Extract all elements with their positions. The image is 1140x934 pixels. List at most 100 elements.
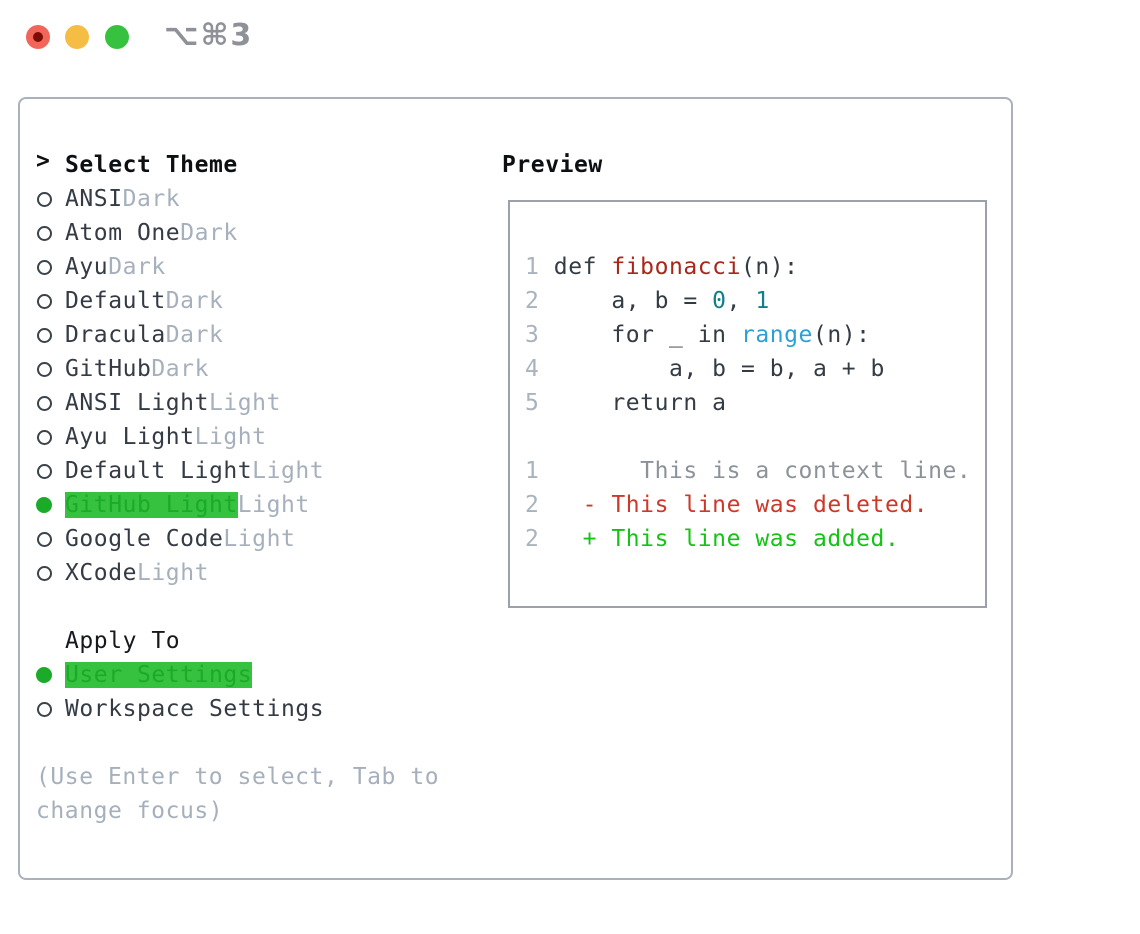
theme-variant-badge: Light bbox=[237, 492, 310, 518]
code-segment: (n): bbox=[740, 254, 799, 280]
radio-icon bbox=[37, 702, 52, 717]
line-number: 2 bbox=[525, 526, 540, 552]
line-number: 4 bbox=[525, 356, 554, 382]
code-line: 5 return a bbox=[525, 386, 985, 420]
theme-variant-badge: Light bbox=[223, 526, 296, 552]
diff-line: 2 - This line was deleted. bbox=[525, 488, 985, 522]
close-dot-icon bbox=[33, 32, 43, 42]
code-segment: fibonacci bbox=[611, 254, 741, 280]
radio-icon bbox=[37, 532, 52, 547]
apply-option-user-settings[interactable]: User Settings bbox=[36, 658, 439, 692]
radio-icon bbox=[37, 362, 52, 377]
theme-variant-badge: Light bbox=[208, 390, 281, 416]
theme-variant-badge: Light bbox=[252, 458, 325, 484]
minimize-button[interactable] bbox=[65, 25, 89, 49]
zoom-button[interactable] bbox=[105, 25, 129, 49]
code-segment: , bbox=[726, 288, 756, 314]
select-theme-header: >Select Theme bbox=[36, 148, 439, 182]
apply-to-indent bbox=[36, 624, 65, 658]
theme-item-label: Dracula bbox=[65, 322, 166, 348]
theme-item-label: GitHub Light bbox=[65, 492, 238, 518]
radio-icon bbox=[37, 294, 52, 309]
theme-variant-badge: Dark bbox=[122, 186, 181, 212]
apply-option-workspace-settings[interactable]: Workspace Settings bbox=[36, 692, 439, 726]
code-segment: This is a context line. bbox=[539, 458, 972, 484]
line-number: 5 bbox=[525, 390, 554, 416]
theme-variant-badge: Light bbox=[137, 560, 209, 586]
line-number: 2 bbox=[525, 492, 540, 518]
radio-icon bbox=[37, 566, 52, 581]
line-number: 1 bbox=[525, 458, 540, 484]
code-segment: a, b = b, a + b bbox=[553, 356, 885, 382]
code-segment: 0 bbox=[712, 288, 727, 314]
code-segment: (n): bbox=[812, 322, 871, 348]
code-segment: + This line was added. bbox=[539, 526, 900, 552]
code-segment: a, b = bbox=[553, 288, 713, 314]
theme-item-google-code[interactable]: Google Code Light bbox=[36, 522, 439, 556]
code-segment: - This line was deleted. bbox=[539, 492, 929, 518]
code-segment: def bbox=[553, 254, 612, 280]
theme-item-label: ANSI bbox=[65, 186, 123, 212]
diff-line: 1 This is a context line. bbox=[525, 454, 985, 488]
theme-variant-badge: Dark bbox=[165, 288, 224, 314]
theme-item-github[interactable]: GitHub Dark bbox=[36, 352, 439, 386]
radio-icon bbox=[37, 192, 52, 207]
apply-to-label: Apply To bbox=[65, 628, 181, 654]
preview-header: Preview bbox=[502, 152, 603, 178]
theme-item-default[interactable]: Default Dark bbox=[36, 284, 439, 318]
theme-item-label: XCode bbox=[65, 560, 137, 586]
theme-item-label: Ayu Light bbox=[65, 424, 195, 450]
close-button[interactable] bbox=[26, 25, 50, 49]
theme-variant-badge: Dark bbox=[165, 322, 224, 348]
theme-item-label: ANSI Light bbox=[65, 390, 209, 416]
theme-variant-badge: Light bbox=[194, 424, 267, 450]
radio-icon bbox=[37, 430, 52, 445]
theme-item-label: Default Light bbox=[65, 458, 253, 484]
line-number: 2 bbox=[525, 288, 554, 314]
theme-item-xcode[interactable]: XCode Light bbox=[36, 556, 439, 590]
theme-variant-badge: Dark bbox=[151, 356, 209, 382]
theme-item-ayu-light[interactable]: Ayu Light Light bbox=[36, 420, 439, 454]
code-line: 4 a, b = b, a + b bbox=[525, 352, 985, 386]
window-title: ⌥⌘3 bbox=[164, 18, 254, 53]
theme-item-atom-one[interactable]: Atom One Dark bbox=[36, 216, 439, 250]
hint-text-line-1: (Use Enter to select, Tab to bbox=[36, 764, 440, 790]
theme-item-label: Google Code bbox=[65, 526, 224, 552]
radio-icon bbox=[37, 226, 52, 241]
prompt-icon: > bbox=[36, 148, 51, 174]
theme-item-label: Default bbox=[65, 288, 166, 314]
theme-item-label: GitHub bbox=[65, 356, 152, 382]
radio-icon bbox=[37, 328, 52, 343]
apply-to-header: Apply To bbox=[36, 624, 439, 658]
theme-item-ansi-light[interactable]: ANSI Light Light bbox=[36, 386, 439, 420]
theme-variant-badge: Dark bbox=[180, 220, 238, 246]
hint-text-line-2: change focus) bbox=[36, 798, 224, 824]
diff-line: 2 + This line was added. bbox=[525, 522, 985, 556]
apply-option-label: User Settings bbox=[65, 662, 253, 688]
theme-item-default-light[interactable]: Default Light Light bbox=[36, 454, 439, 488]
radio-icon bbox=[37, 260, 52, 275]
radio-selected-icon bbox=[36, 667, 52, 683]
theme-item-dracula[interactable]: Dracula Dark bbox=[36, 318, 439, 352]
theme-variant-badge: Dark bbox=[108, 254, 166, 280]
theme-item-ansi[interactable]: ANSI Dark bbox=[36, 182, 439, 216]
code-line: 3 for _ in range(n): bbox=[525, 318, 985, 352]
theme-item-ayu[interactable]: Ayu Dark bbox=[36, 250, 439, 284]
spacer-row bbox=[36, 590, 439, 624]
apply-option-label: Workspace Settings bbox=[65, 696, 325, 722]
theme-item-github-light[interactable]: GitHub Light Light bbox=[36, 488, 439, 522]
radio-selected-icon bbox=[36, 497, 52, 513]
code-line: 2 a, b = 0, 1 bbox=[525, 284, 985, 318]
spacer-row bbox=[36, 726, 439, 760]
code-segment: range bbox=[740, 322, 813, 348]
radio-icon bbox=[37, 396, 52, 411]
code-line: 1 def fibonacci(n): bbox=[525, 250, 985, 284]
theme-item-label: Atom One bbox=[65, 220, 181, 246]
code-segment: 1 bbox=[755, 288, 770, 314]
